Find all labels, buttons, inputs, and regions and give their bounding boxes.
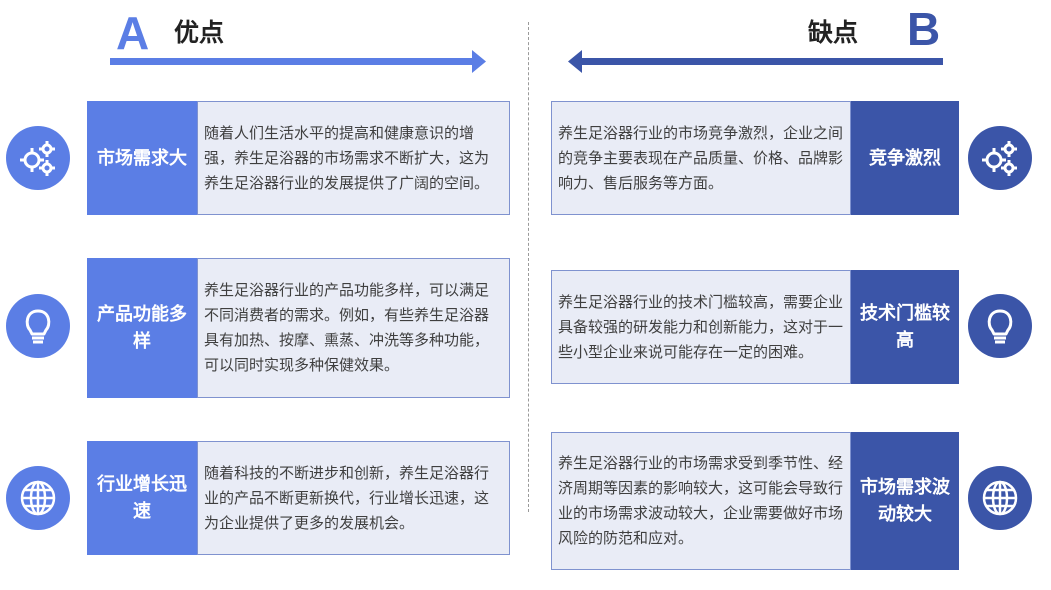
center-divider (528, 22, 529, 512)
globe-icon (982, 480, 1018, 516)
pros-text-1: 随着人们生活水平的提高和健康意识的增强，养生足浴器的市场需求不断扩大，这为养生足… (197, 101, 510, 215)
pros-label-2: 产品功能多样 (87, 258, 197, 398)
cons-label-1: 竞争激烈 (851, 101, 959, 215)
gears-icon (20, 141, 55, 176)
cons-text-3: 养生足浴器行业的市场需求受到季节性、经济周期等因素的影响较大，这可能会导致行业的… (551, 432, 851, 570)
lightbulb-icon (987, 309, 1013, 344)
cons-title: 缺点 (808, 18, 859, 47)
cons-text-2: 养生足浴器行业的技术门槛较高，需要企业具备较强的研发能力和创新能力，这对于一些小… (551, 270, 851, 384)
cons-label-3: 市场需求波动较大 (851, 432, 959, 570)
cons-circle-1 (968, 126, 1032, 190)
pros-text-3: 随着科技的不断进步和创新，养生足浴器行业的产品不断更新换代，行业增长迅速，这为企… (197, 441, 510, 555)
pros-label-3: 行业增长迅速 (87, 441, 197, 555)
pros-text-2: 养生足浴器行业的产品功能多样，可以满足不同消费者的需求。例如，有些养生足浴器具有… (197, 258, 510, 398)
pros-circle-3 (6, 466, 70, 530)
pros-letter: A (116, 7, 150, 59)
gears-icon (982, 141, 1017, 176)
pros-label-1: 市场需求大 (87, 101, 197, 215)
right-arrow (110, 50, 486, 73)
cons-text-1: 养生足浴器行业的市场竞争激烈，企业之间的竞争主要表现在产品质量、价格、品牌影响力… (551, 101, 851, 215)
pros-circle-2 (6, 294, 70, 358)
cons-label-2: 技术门槛较高 (851, 270, 959, 384)
pros-circle-1 (6, 126, 70, 190)
pros-title: 优点 (174, 18, 225, 47)
cons-circle-3 (968, 466, 1032, 530)
lightbulb-icon (25, 309, 51, 344)
cons-letter: B (907, 3, 941, 55)
left-arrow (568, 50, 943, 73)
globe-icon (20, 480, 56, 516)
cons-circle-2 (968, 294, 1032, 358)
